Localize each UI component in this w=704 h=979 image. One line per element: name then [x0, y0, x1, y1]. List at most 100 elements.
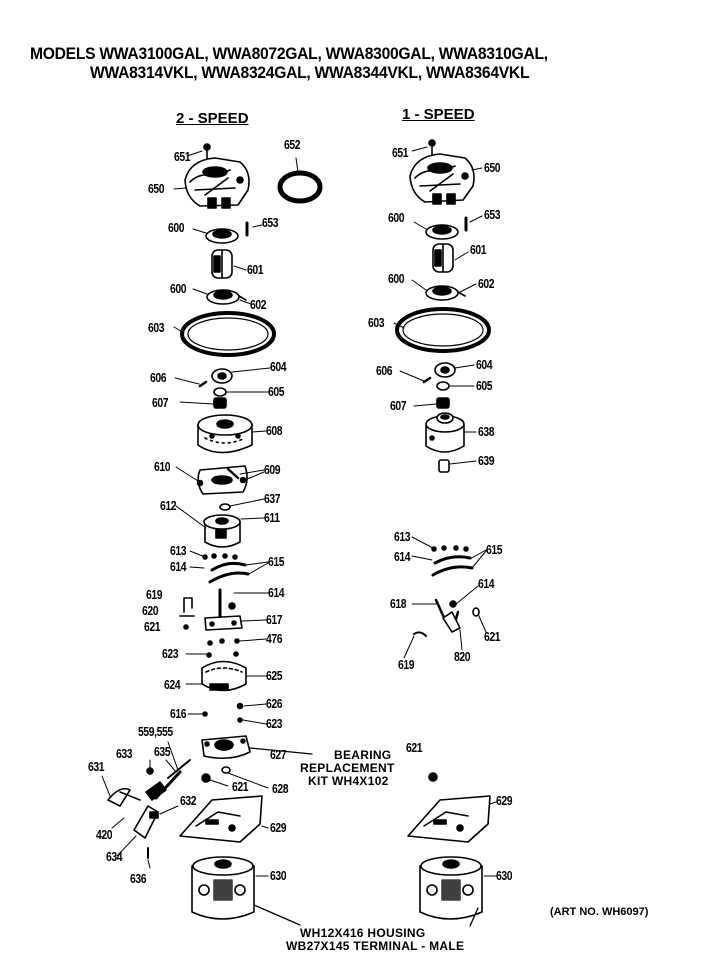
part-label: 651: [174, 149, 191, 164]
part-615-springs-right: [431, 555, 474, 577]
part-label: 653: [262, 215, 279, 230]
part-600-clamp-right-b: [425, 285, 466, 301]
part-label: 615: [486, 542, 503, 557]
models-title-line1: MODELS WWA3100GAL, WWA8072GAL, WWA8300GA…: [30, 44, 548, 63]
part-label: 624: [164, 677, 181, 692]
part-626-616-623-left: [202, 702, 244, 723]
part-635-harness: [145, 759, 191, 801]
part-639-bushing: [438, 459, 450, 473]
part-label: 628: [272, 781, 289, 796]
part-600-clamp-left-b: [206, 289, 247, 305]
part-619-clip-right: [413, 631, 427, 637]
part-label: 650: [148, 181, 165, 196]
part-617-shifter: [204, 588, 243, 631]
part-label: 623: [162, 646, 179, 661]
part-619-620-621-left: [179, 597, 195, 630]
part-label: 637: [264, 491, 281, 506]
part-label: 600: [168, 220, 185, 235]
part-label: 604: [476, 357, 493, 372]
part-label: 626: [266, 696, 283, 711]
part-label: 629: [496, 793, 513, 808]
part-label: 616: [170, 706, 187, 721]
part-label: 619: [398, 657, 415, 672]
part-label: 636: [130, 871, 147, 886]
part-label: 653: [484, 207, 501, 222]
part-603-belt-left: [180, 311, 276, 357]
part-650-housing-left: [184, 157, 250, 209]
part-label: 614: [170, 559, 187, 574]
part-605-ring-left: [213, 387, 227, 397]
part-605-ring-right: [436, 381, 450, 391]
housing-note-line1: WH12X416 HOUSING: [300, 926, 426, 940]
part-label: 559,555: [138, 724, 173, 739]
part-637-washer: [219, 503, 231, 511]
part-label: 609: [264, 462, 281, 477]
part-label: 639: [478, 453, 495, 468]
bearing-note-line2: REPLACEMENT: [300, 761, 395, 775]
part-label: 608: [266, 423, 283, 438]
part-label: 625: [266, 668, 283, 683]
part-label: 607: [152, 395, 169, 410]
part-604-pulley-right: [434, 362, 456, 378]
part-621-ball-right: [428, 772, 438, 782]
part-label: 619: [146, 587, 163, 602]
housing-note-line2: WB27X145 TERMINAL - MALE: [286, 939, 465, 953]
part-label: 623: [266, 716, 283, 731]
part-label: 634: [106, 849, 123, 864]
part-label: 600: [388, 271, 405, 286]
bearing-note-line1: BEARING: [334, 748, 392, 762]
part-608-drum: [197, 414, 253, 454]
part-629-plate-right: [407, 795, 491, 843]
part-603-belt-right: [395, 307, 491, 353]
part-631-switch: [107, 787, 141, 807]
part-label: 602: [478, 276, 495, 291]
part-label: 613: [170, 543, 187, 558]
part-630-gearcase-left: [191, 856, 301, 926]
part-618-lever: [434, 598, 480, 633]
part-label: 652: [284, 137, 301, 152]
part-613-614-clips-right: [431, 545, 469, 552]
art-number: (ART NO. WH6097): [550, 906, 649, 918]
part-476-left: [206, 638, 240, 658]
part-label: 606: [150, 370, 167, 385]
part-label: 603: [368, 315, 385, 330]
part-615-springs-left: [208, 561, 250, 584]
part-607-nut-left: [213, 397, 227, 409]
part-label: 629: [270, 820, 287, 835]
part-606-pin-right: [422, 376, 432, 384]
part-label: 632: [180, 793, 197, 808]
part-label: 617: [266, 612, 283, 627]
part-label: 603: [148, 320, 165, 335]
part-label: 420: [96, 827, 113, 842]
part-label: 635: [154, 744, 171, 759]
part-label: 614: [394, 549, 411, 564]
part-652-ring: [277, 170, 323, 204]
part-label: 614: [478, 576, 495, 591]
part-625-brake: [201, 660, 247, 692]
part-label: 606: [376, 363, 393, 378]
part-613-614-clips-left: [202, 553, 238, 560]
section-heading-two-speed: 2 - SPEED: [176, 110, 249, 127]
part-label: 630: [496, 868, 513, 883]
part-label: 601: [247, 262, 264, 277]
part-601-coupling-right: [432, 243, 454, 273]
part-label: 605: [268, 384, 285, 399]
part-label: 631: [88, 759, 105, 774]
part-label: 600: [170, 281, 187, 296]
part-600-clamp-left-a: [205, 228, 239, 244]
bearing-note-line3: KIT WH4X102: [308, 774, 389, 788]
part-label: 621: [232, 779, 249, 794]
part-630-gearcase-right: [419, 856, 483, 927]
part-label: 611: [264, 510, 280, 525]
part-label: 621: [484, 629, 501, 644]
part-601-coupling-left: [211, 249, 233, 279]
part-609-plate: [196, 465, 248, 495]
part-label: 607: [390, 398, 407, 413]
part-label: 602: [250, 297, 267, 312]
part-627-bearing-housing: [201, 735, 313, 760]
part-label: 613: [394, 529, 411, 544]
part-label: 615: [268, 554, 285, 569]
part-638-drum: [425, 412, 465, 453]
